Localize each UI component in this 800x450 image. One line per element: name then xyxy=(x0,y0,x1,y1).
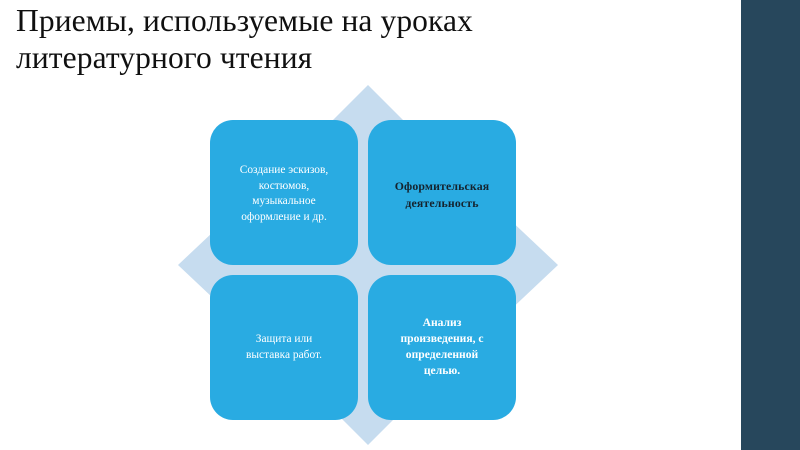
quadrant-box-bottom-right-label: Анализ произведения, с определенной цель… xyxy=(400,316,484,377)
quadrant-box-top-left-label: Создание эскизов, костюмов, музыкальное … xyxy=(239,164,329,223)
quadrant-box-bottom-left-label: Защита или выставка работ. xyxy=(246,333,322,361)
four-way-arrow-icon xyxy=(178,85,558,445)
quadrant-box-top-right[interactable]: Оформительская деятельность xyxy=(368,120,516,265)
slide-accent-band xyxy=(741,0,800,450)
quadrant-box-bottom-left[interactable]: Защита или выставка работ. xyxy=(210,275,358,420)
quadrant-box-top-right-label: Оформительская деятельность xyxy=(394,179,490,210)
quadrant-box-bottom-right[interactable]: Анализ произведения, с определенной цель… xyxy=(368,275,516,420)
page-title: Приемы, используемые на уроках литератур… xyxy=(16,3,473,75)
quadrant-box-top-left[interactable]: Создание эскизов, костюмов, музыкальное … xyxy=(210,120,358,265)
quadrant-diagram: Создание эскизов, костюмов, музыкальное … xyxy=(178,85,558,445)
